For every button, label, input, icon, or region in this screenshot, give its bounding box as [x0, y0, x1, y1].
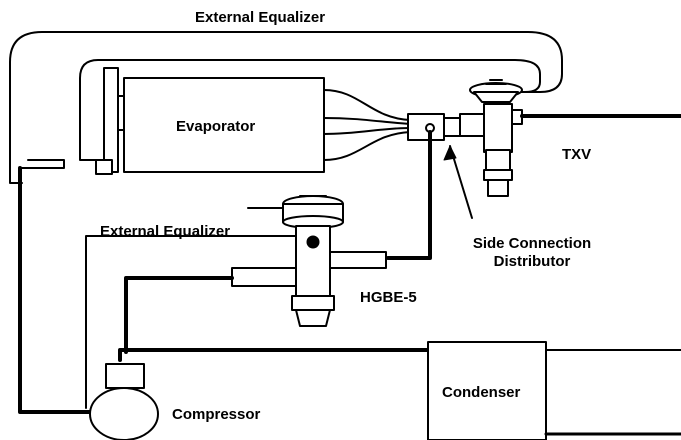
external-equalizer-line-top — [9, 31, 563, 184]
txv-label: TXV — [562, 146, 592, 163]
condenser-label: Condenser — [442, 384, 521, 401]
evaporator-frame-left — [103, 67, 119, 173]
hgbe-label: HGBE-5 — [360, 289, 417, 306]
side-connection-label-line1: Side Connection — [472, 235, 592, 252]
evaporator-label: Evaporator — [176, 118, 256, 135]
condenser-body — [427, 341, 547, 440]
compressor-head — [105, 363, 145, 389]
suction-line — [18, 166, 102, 414]
txv-body — [483, 103, 513, 153]
hgbe-outlet-right — [329, 251, 387, 269]
txv-inlet — [459, 113, 487, 137]
side-connection-label: Side Connection Distributor — [452, 235, 612, 271]
external-equalizer-left-label: External Equalizer — [100, 223, 231, 240]
txv-stem — [485, 149, 511, 173]
distributor-tube-2 — [323, 117, 411, 125]
hgbe-outlet-left — [231, 267, 297, 287]
distributor-tube-4 — [323, 131, 411, 161]
side-connection-label-line2: Distributor — [493, 253, 571, 270]
distributor-tube-1 — [323, 89, 411, 121]
external-equalizer-top-label: External Equalizer — [195, 9, 326, 26]
compressor-body — [89, 387, 159, 440]
hot-gas-line — [386, 130, 432, 260]
distributor-tube-3 — [323, 127, 411, 135]
compressor-label: Compressor — [172, 406, 261, 423]
suction-header — [19, 159, 65, 169]
evaporator-body — [123, 77, 325, 173]
discharge-line — [118, 348, 430, 362]
hgbe-external-equalizer-line — [85, 235, 301, 409]
evaporator-header — [95, 159, 113, 175]
inner-equalizer-line — [79, 59, 541, 161]
bypass-line — [124, 276, 234, 354]
